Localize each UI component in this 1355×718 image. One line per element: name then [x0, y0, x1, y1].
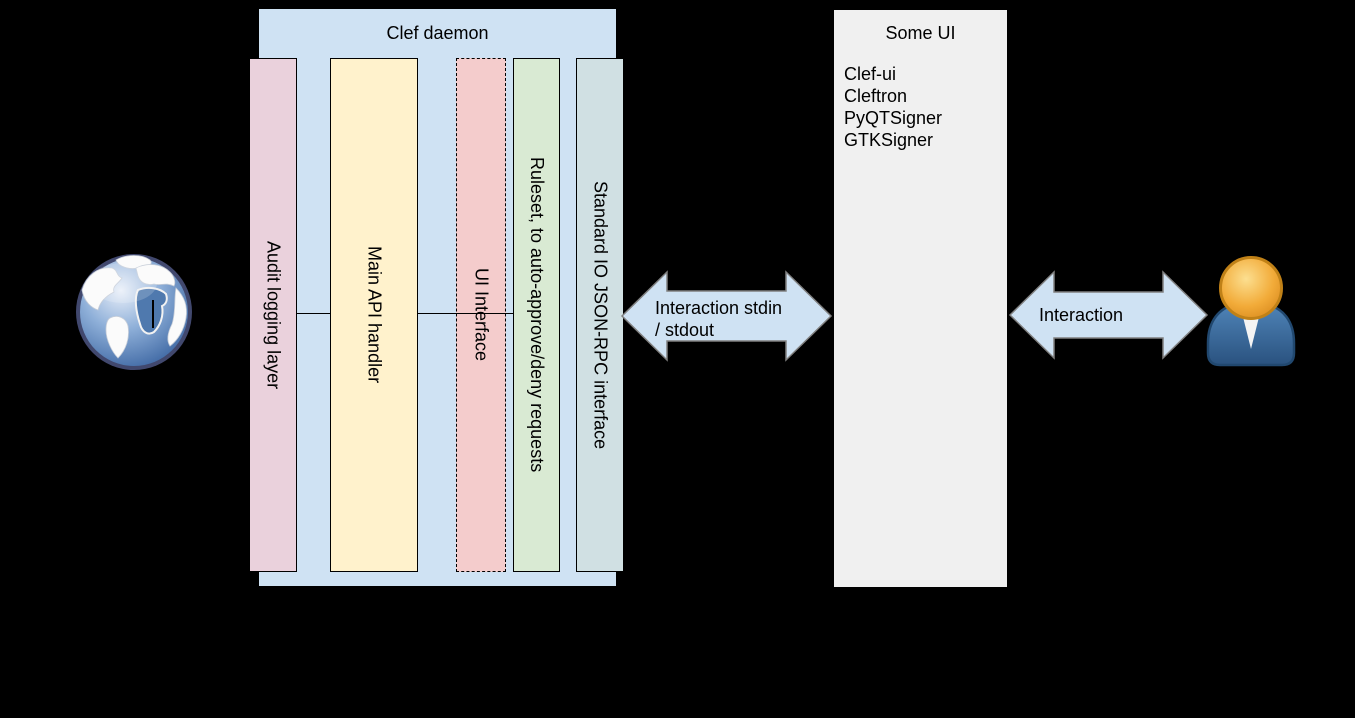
layer-audit-logging-label: Audit logging layer: [263, 240, 284, 390]
some-ui-title: Some UI: [885, 23, 956, 43]
some-ui-item-pyqtsigner: PyQTSigner: [844, 108, 943, 128]
user-interaction-arrow-label: Interaction: [1039, 305, 1124, 325]
globe-africa: [134, 286, 168, 335]
connector-line-audit-api: [297, 313, 330, 315]
layer-ui-interface: UI Interface: [456, 58, 506, 572]
user-interaction-arrow: [1008, 270, 1209, 360]
stdio-arrow-label: Interaction stdin / stdout: [655, 297, 782, 341]
some-ui-item-gtksigner: GTKSigner: [844, 130, 934, 150]
layer-stdio-jsonrpc: Standard IO JSON-RPC interface: [576, 58, 624, 572]
stdio-arrow-shape: [620, 270, 833, 362]
clef-daemon-title: Clef daemon: [386, 23, 489, 43]
connector-line-api-ruleset: [418, 313, 513, 315]
globe-gloss: [89, 263, 157, 303]
user-person-icon: [1206, 256, 1296, 367]
clef-daemon-box: Clef daemon: [258, 8, 617, 587]
stdio-arrow-label-line2: / stdout: [655, 320, 715, 340]
stdio-arrow: [620, 270, 833, 362]
layer-main-api-handler: Main API handler: [330, 58, 418, 572]
layer-audit-logging: Audit logging layer: [249, 58, 297, 572]
layer-ui-interface-label: UI Interface: [471, 268, 492, 362]
internet-globe-icon: [76, 254, 192, 370]
globe-continents: [81, 255, 187, 359]
some-ui-list: Clef-ui Cleftron PyQTSigner GTKSigner: [834, 63, 1007, 151]
some-ui-item-clef-ui: Clef-ui: [844, 64, 897, 84]
some-ui-item-cleftron: Cleftron: [844, 86, 908, 106]
stdio-arrow-label-line1: Interaction stdin: [655, 298, 783, 318]
person-head: [1219, 256, 1283, 320]
user-interaction-arrow-shape: [1008, 270, 1209, 360]
layer-main-api-handler-label: Main API handler: [364, 246, 385, 384]
layer-stdio-jsonrpc-label: Standard IO JSON-RPC interface: [590, 180, 611, 450]
cursor-artifact: [152, 300, 154, 328]
layer-ruleset-label: Ruleset, to auto-approve/deny requests: [527, 157, 547, 473]
some-ui-box: Some UI Clef-ui Cleftron PyQTSigner GTKS…: [833, 9, 1008, 588]
layer-ruleset: Ruleset, to auto-approve/deny requests: [513, 58, 560, 572]
